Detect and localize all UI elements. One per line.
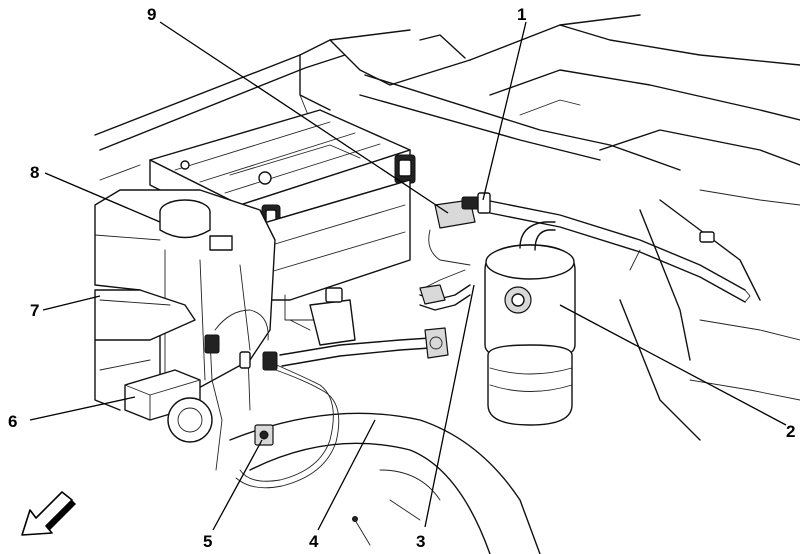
body-panels	[94, 14, 800, 441]
forward-arrow-icon	[21, 491, 76, 536]
fender-ledge	[94, 289, 196, 411]
leader-6	[29, 396, 136, 421]
leader-2	[559, 304, 787, 426]
callout-8: 8	[30, 163, 39, 182]
callout-3: 3	[416, 532, 425, 551]
callout-7: 7	[30, 301, 39, 320]
leader-7	[42, 295, 101, 311]
wheel-well	[229, 412, 541, 554]
coolant-reservoir	[94, 189, 276, 391]
callout-9: 9	[147, 5, 156, 24]
callout-5: 5	[203, 532, 212, 551]
connectors	[204, 192, 715, 446]
leader-9	[159, 21, 449, 214]
callout-4: 4	[309, 532, 319, 551]
callout-2: 2	[786, 422, 795, 441]
callout-6: 6	[8, 412, 17, 431]
accumulator	[484, 221, 576, 426]
leader-5	[212, 439, 263, 531]
callout-1: 1	[517, 5, 526, 24]
lower-module	[124, 369, 213, 443]
leader-1	[482, 21, 527, 201]
leader-lines	[29, 21, 787, 531]
refrigerant-lines	[209, 199, 751, 489]
callout-labels: 1 2 3 4 5 6 7 8 9	[8, 5, 795, 551]
leader-4	[317, 419, 376, 531]
leader-8	[44, 172, 161, 223]
brake-fluid-reservoir	[289, 287, 356, 346]
leader-3	[424, 284, 475, 528]
